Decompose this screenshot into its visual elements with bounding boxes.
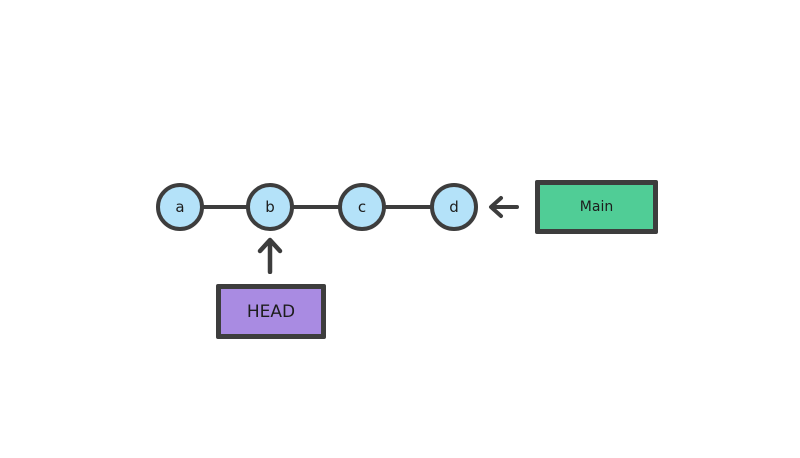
commit-label-d: d [449,197,459,216]
commit-node-b: b [246,183,294,231]
commit-node-c: c [338,183,386,231]
commit-node-d: d [430,183,478,231]
arrow-left-icon [487,194,519,220]
commit-edge [180,205,454,209]
commit-label-a: a [175,197,185,216]
main-branch-label: Main [579,199,614,215]
commit-label-b: b [265,197,275,216]
main-branch-box: Main [535,180,658,234]
commit-label-c: c [357,197,367,216]
head-label: HEAD [246,301,296,322]
head-box: HEAD [216,284,326,339]
commit-node-a: a [156,183,204,231]
arrow-up-icon [256,236,284,274]
